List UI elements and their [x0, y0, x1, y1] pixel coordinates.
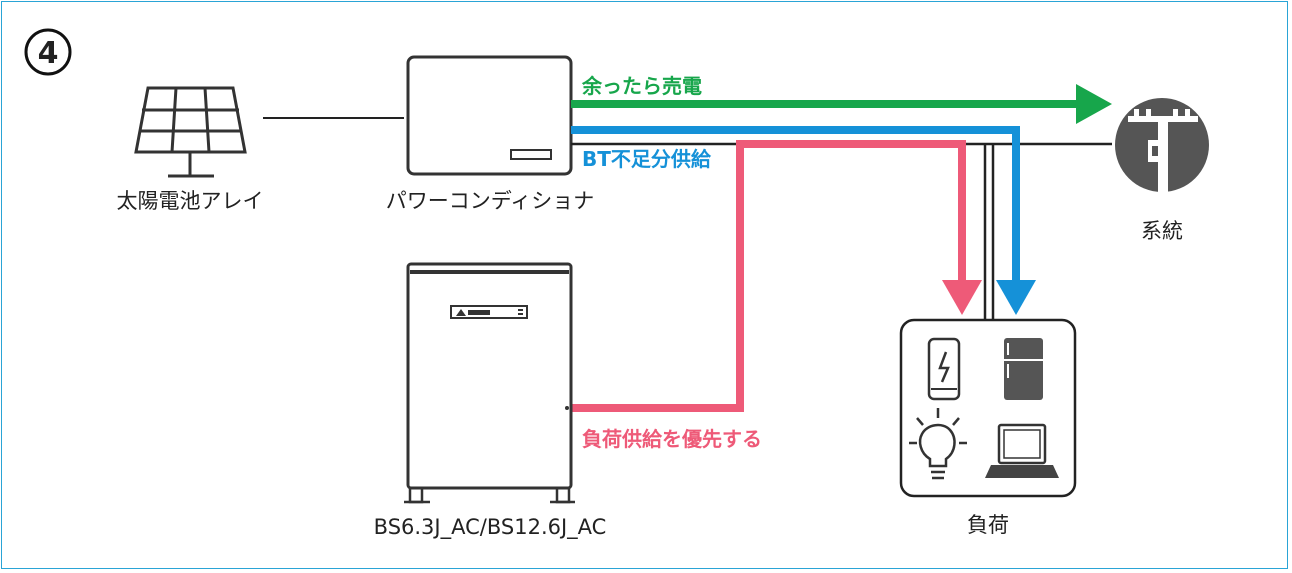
solar-label: 太陽電池アレイ	[117, 189, 264, 213]
utility-pole-icon	[1115, 98, 1209, 192]
refrigerator-icon	[1004, 338, 1043, 400]
grid-label: 系統	[1141, 219, 1183, 243]
load-label: 負荷	[967, 513, 1009, 537]
smartphone-icon	[927, 337, 961, 401]
bt-shortage-arrow	[571, 126, 1036, 315]
battery-label: BS6.3J_AC/BS12.6J_AC	[374, 515, 607, 540]
surplus-sell-arrow	[571, 84, 1112, 124]
light-bulb-icon	[909, 408, 967, 480]
surplus-sell-label: 余ったら売電	[581, 74, 702, 98]
pcs-label: パワーコンディショナ	[386, 189, 595, 213]
bt-shortage-label: BT不足分供給	[582, 147, 712, 171]
load-priority-arrow	[572, 140, 982, 412]
laptop-icon	[985, 423, 1059, 478]
step-number: 4	[38, 36, 59, 71]
power-conditioner-icon	[406, 55, 573, 176]
battery-unit-icon	[404, 262, 575, 504]
solar-panel-icon	[134, 86, 247, 178]
load-box	[899, 318, 1077, 498]
load-priority-label: 負荷供給を優先する	[582, 427, 762, 451]
step-badge: 4	[24, 28, 72, 76]
